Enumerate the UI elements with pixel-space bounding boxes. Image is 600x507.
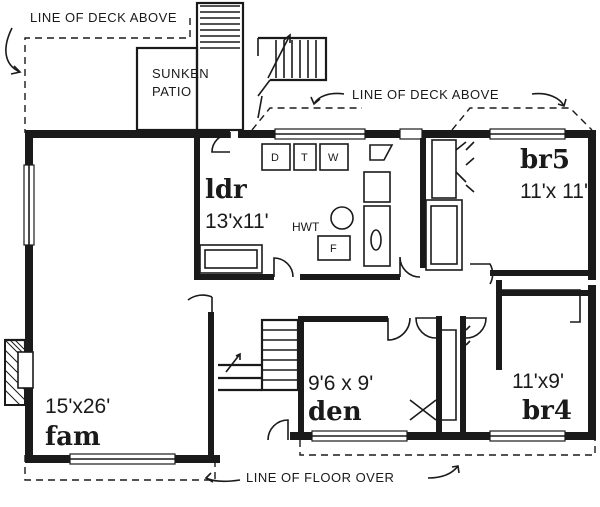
br4-room-dims: 11'x9'	[512, 370, 564, 393]
ldr-room-name: ldr	[205, 175, 247, 205]
deck-above-label-right: LINE OF DECK ABOVE	[352, 87, 499, 102]
floor-over-line	[24, 435, 596, 481]
deck-line-right	[251, 107, 593, 131]
closets	[442, 141, 581, 421]
fam-room-dims: 15'x26'	[45, 395, 110, 418]
fam-room-name: fam	[45, 422, 101, 452]
windows	[23, 128, 566, 465]
exterior-stairs	[257, 36, 328, 119]
deck-line-left	[24, 18, 191, 133]
interior-stairs	[218, 318, 300, 392]
br5-room-dims: 11'x 11'	[520, 180, 588, 203]
den-room-dims: 9'6 x 9'	[308, 372, 373, 395]
washer-label: W	[328, 152, 339, 164]
laundry-fixtures	[199, 143, 394, 274]
floor-over-label: LINE OF FLOOR OVER	[246, 470, 394, 485]
fireplace	[4, 338, 34, 406]
dryer-label: D	[271, 152, 279, 164]
deck-above-label-top: LINE OF DECK ABOVE	[30, 10, 177, 25]
hwt-label: HWT	[292, 220, 320, 234]
bathroom-fixtures	[425, 139, 467, 271]
br4-room-name: br4	[522, 396, 572, 426]
br5-room-name: br5	[520, 145, 570, 175]
ldr-room-dims: 13'x11'	[205, 210, 269, 233]
interior-walls	[194, 138, 596, 460]
sunken-patio-label-1: SUNKEN	[152, 66, 209, 81]
doors	[179, 132, 494, 460]
furnace-label: F	[330, 243, 337, 255]
den-room-name: den	[308, 397, 362, 427]
toilet-label: T	[301, 152, 308, 164]
sunken-patio-label-2: PATIO	[152, 84, 192, 99]
